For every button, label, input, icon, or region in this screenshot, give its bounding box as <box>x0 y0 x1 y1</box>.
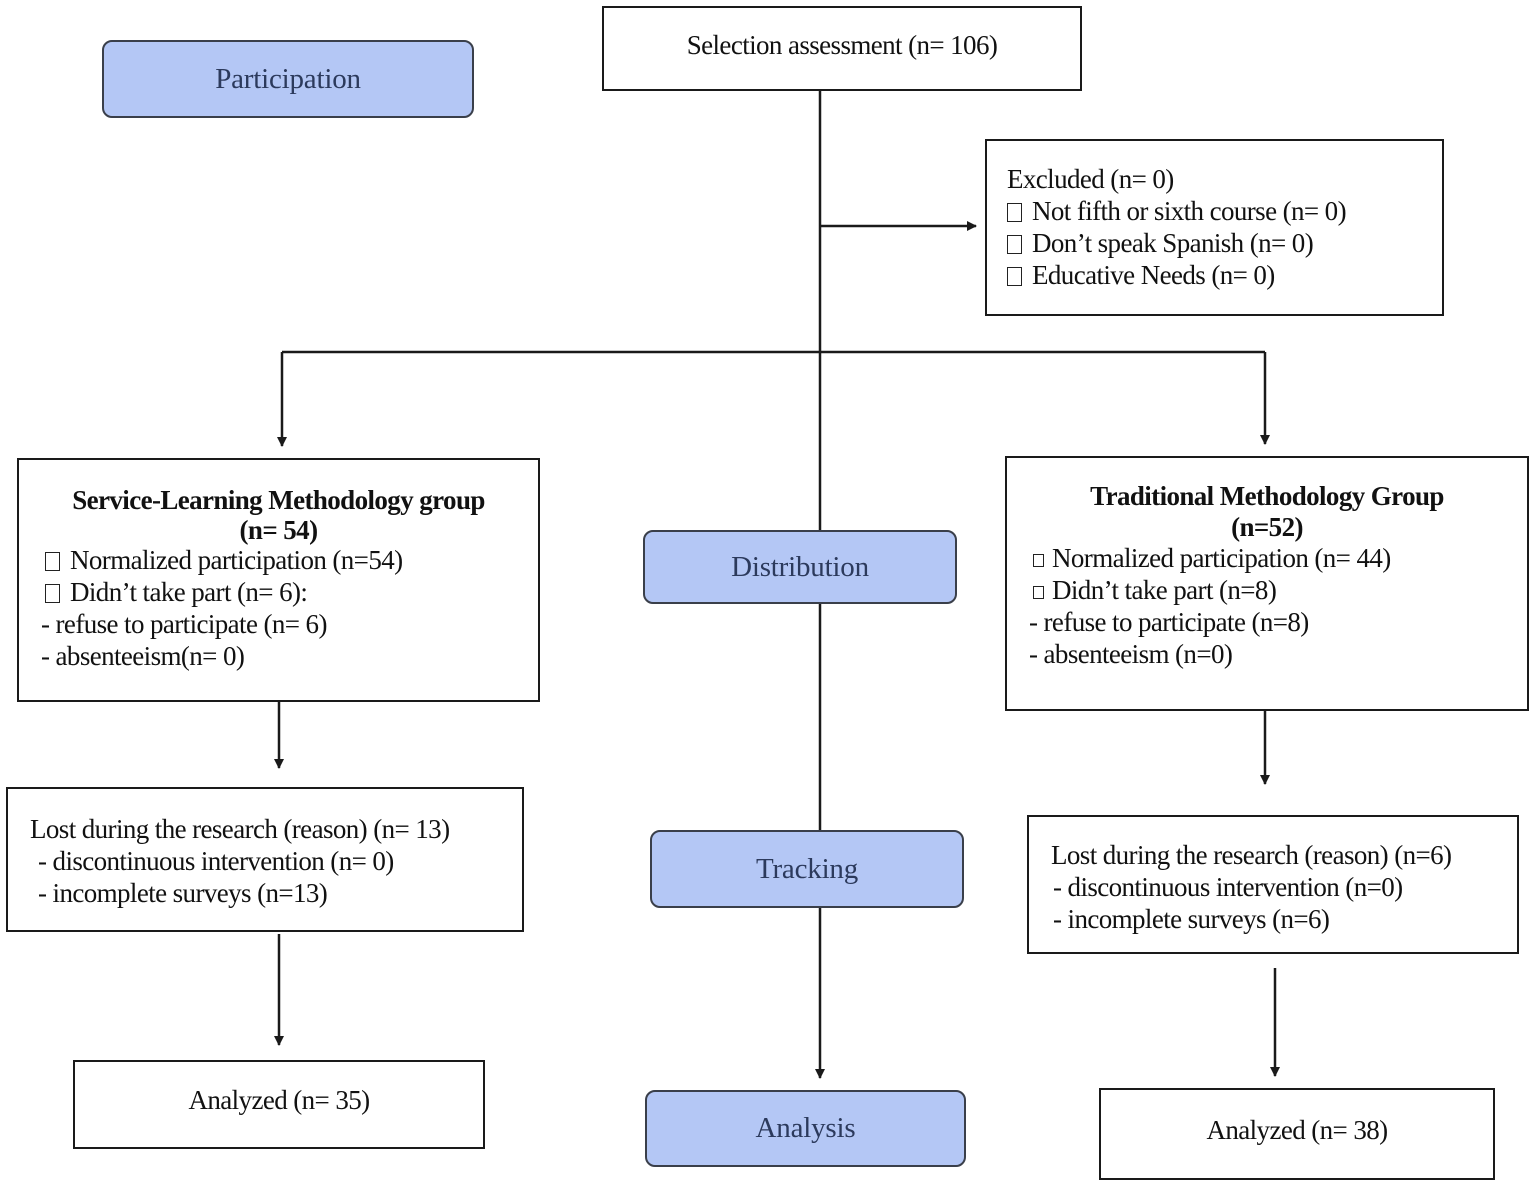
right-group-check-item: Didn’t take part (n=8) <box>1033 574 1527 606</box>
right-group-box: Traditional Methodology Group (n=52) Nor… <box>1005 456 1529 711</box>
excluded-item: Not fifth or sixth course (n= 0) <box>1007 195 1442 227</box>
stage-tracking-label: Tracking <box>755 852 859 885</box>
left-group-box: Service-Learning Methodology group (n= 5… <box>17 458 540 702</box>
right-group-check-item: Normalized participation (n= 44) <box>1033 542 1527 574</box>
right-group-count: (n=52) <box>1231 512 1303 542</box>
left-group-count: (n= 54) <box>239 515 319 545</box>
right-group-check-label: Didn’t take part (n=8) <box>1052 575 1277 605</box>
excluded-item-label: Not fifth or sixth course (n= 0) <box>1032 196 1347 226</box>
selection-box: Selection assessment (n= 106) <box>602 6 1082 91</box>
stage-participation: Participation <box>102 40 474 118</box>
excluded-item-label: Don’t speak Spanish (n= 0) <box>1032 228 1314 258</box>
right-analyzed-label: Analyzed (n= 38) <box>1206 1115 1388 1145</box>
checkbox-icon <box>1007 203 1022 222</box>
selection-label: Selection assessment (n= 106) <box>686 29 998 60</box>
left-analyzed-box: Analyzed (n= 35) <box>73 1060 485 1149</box>
excluded-item: Don’t speak Spanish (n= 0) <box>1007 227 1442 259</box>
right-analyzed-box: Analyzed (n= 38) <box>1099 1088 1495 1180</box>
right-group-detail: - absenteeism (n=0) <box>1029 639 1233 669</box>
left-group-check-item: Didn’t take part (n= 6): <box>45 576 538 608</box>
checkbox-icon <box>45 584 60 603</box>
excluded-box: Excluded (n= 0) Not fifth or sixth cours… <box>985 139 1444 316</box>
left-lost-line: - discontinuous intervention (n= 0) <box>38 846 394 876</box>
stage-distribution-label: Distribution <box>731 550 869 583</box>
stage-distribution: Distribution <box>643 530 957 604</box>
left-group-title: Service-Learning Methodology group <box>72 485 485 515</box>
right-lost-line: Lost during the research (reason) (n=6) <box>1051 840 1452 870</box>
right-lost-line: - incomplete surveys (n=6) <box>1053 904 1330 934</box>
right-lost-box: Lost during the research (reason) (n=6) … <box>1027 815 1519 954</box>
checkbox-icon <box>45 552 60 571</box>
right-lost-line: - discontinuous intervention (n=0) <box>1053 872 1403 902</box>
checkbox-icon <box>1007 267 1022 286</box>
left-group-check-label: Normalized participation (n=54) <box>70 545 403 575</box>
checkbox-icon <box>1033 554 1044 567</box>
checkbox-icon <box>1007 235 1022 254</box>
right-group-title: Traditional Methodology Group <box>1090 481 1444 511</box>
stage-analysis: Analysis <box>645 1090 966 1167</box>
left-group-check-item: Normalized participation (n=54) <box>45 544 538 576</box>
left-lost-line: Lost during the research (reason) (n= 13… <box>30 814 450 844</box>
left-lost-box: Lost during the research (reason) (n= 13… <box>6 787 524 932</box>
left-group-detail: - refuse to participate (n= 6) <box>41 609 327 639</box>
left-group-detail: - absenteeism(n= 0) <box>41 641 245 671</box>
left-analyzed-label: Analyzed (n= 35) <box>188 1085 370 1115</box>
right-group-detail: - refuse to participate (n=8) <box>1029 607 1309 637</box>
excluded-item: Educative Needs (n= 0) <box>1007 259 1442 291</box>
stage-tracking: Tracking <box>650 830 964 908</box>
checkbox-icon <box>1033 586 1044 599</box>
left-lost-line: - incomplete surveys (n=13) <box>38 878 328 908</box>
right-group-check-label: Normalized participation (n= 44) <box>1052 543 1391 573</box>
excluded-item-label: Educative Needs (n= 0) <box>1032 260 1275 290</box>
stage-analysis-label: Analysis <box>755 1112 856 1144</box>
stage-participation-label: Participation <box>215 62 361 95</box>
left-group-check-label: Didn’t take part (n= 6): <box>70 577 308 607</box>
excluded-title: Excluded (n= 0) <box>1007 164 1174 194</box>
